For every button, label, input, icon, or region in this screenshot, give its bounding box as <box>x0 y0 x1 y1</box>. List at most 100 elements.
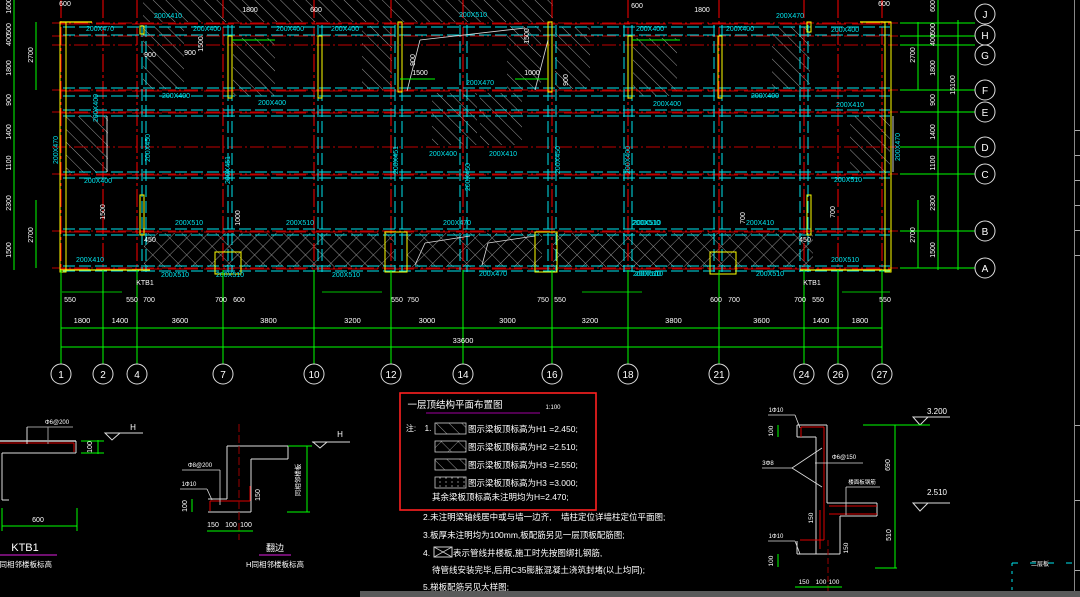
drawing-scale: 1:100 <box>545 405 561 411</box>
beam-label: 200X451 <box>225 156 232 184</box>
detail-subtitle: H同相邻楼板标高 <box>246 559 304 569</box>
offset-dimension: 700 <box>143 297 155 304</box>
beam-label: 200X400 <box>84 178 112 185</box>
beam-label: 200X510 <box>635 271 663 278</box>
hatch-region-h1 <box>143 0 553 22</box>
right-dimension: 2700 <box>910 47 917 63</box>
floor-plan: 200X470 200X410 200X400 200X400 200X400 200X4… <box>52 0 902 279</box>
legend-swatch <box>434 458 467 471</box>
axis-label-column: 12 <box>385 370 397 381</box>
axis-label-column: 14 <box>457 370 469 381</box>
rebar-label: 1Φ10 <box>769 408 784 414</box>
legend-note-other: 其余梁板顶标高未注明均为H=2.470; <box>432 492 569 502</box>
axis-label-row: J <box>983 10 988 21</box>
offset-dimension: 700 <box>215 297 227 304</box>
axis-label-row: E <box>982 108 989 119</box>
note-5: 5.梯板配筋另见大样图; <box>423 582 509 592</box>
axis-bubble <box>793 363 815 385</box>
viewport-label: 二层板 <box>1031 560 1049 568</box>
axis-bubble <box>50 363 72 385</box>
top-dimension: 600 <box>310 7 322 14</box>
axis-bubble <box>452 363 474 385</box>
beam-label: 200X470 <box>895 133 902 161</box>
offset-dimension: 750 <box>537 297 549 304</box>
ktb-tag: KTB1 <box>136 280 154 287</box>
left-dimension: 2700 <box>28 47 35 63</box>
bay-dimension: 3200 <box>582 316 599 325</box>
axis-bubble <box>541 363 563 385</box>
beam-label: 200X400 <box>726 26 754 33</box>
elevation-symbol <box>103 432 122 441</box>
beam-label: 200X470 <box>776 13 804 20</box>
scroll-tick <box>1075 230 1080 231</box>
right-dimension: 1500 <box>930 242 937 258</box>
axis-label-row: B <box>982 227 989 238</box>
beam-label: 200X400 <box>625 146 632 174</box>
beam-label: 200X510 <box>834 177 862 184</box>
note-4a: 表示管线井楼板,施工时先按图绑扎钢筋, <box>453 548 602 558</box>
axis-bubble <box>974 44 996 66</box>
offset-dimension: 550 <box>391 297 403 304</box>
scroll-tick <box>1075 425 1080 426</box>
axis-bubble <box>974 163 996 185</box>
bay-dimension: 3600 <box>753 316 770 325</box>
scroll-tick <box>1075 255 1080 256</box>
elevation-label: 3.200 <box>927 407 948 416</box>
right-dimension: 900 <box>930 94 937 106</box>
total-dimension: 33600 <box>453 336 474 345</box>
offset-dimension: 550 <box>126 297 138 304</box>
right-dimension: 2300 <box>930 195 937 211</box>
hatch-region-h1 <box>66 116 108 173</box>
right-scrollbar[interactable] <box>1074 0 1080 597</box>
right-dimension: 1800 <box>930 60 937 76</box>
dimension: 100 <box>87 441 94 453</box>
elevation-symbol <box>911 502 930 512</box>
left-dimension: 1800 <box>6 60 13 76</box>
axis-bubble <box>617 363 639 385</box>
axis-label-column: 1 <box>58 370 64 381</box>
beam-label: 200X450 <box>555 146 562 174</box>
hatch-region-h1 <box>555 27 590 89</box>
inner-dimension: 1000 <box>235 210 242 226</box>
note-4: 4. <box>423 548 430 558</box>
wall-outline <box>384 231 408 273</box>
rebar-label: Φ6@200 <box>45 420 70 426</box>
scroll-tick <box>1075 205 1080 206</box>
axis-label-column: 21 <box>713 370 725 381</box>
axis-label-row: G <box>981 51 989 62</box>
wall-outline <box>709 251 737 275</box>
inner-dimension: 450 <box>144 237 156 244</box>
offset-dimension: 600 <box>710 297 722 304</box>
beam-label: 200X470 <box>53 136 60 164</box>
note-label: 注: <box>406 423 416 433</box>
offset-dimension: 550 <box>554 297 566 304</box>
wall-outline <box>806 21 812 33</box>
scroll-tick <box>1075 180 1080 181</box>
left-dimension: 1600 <box>6 0 13 14</box>
offset-dimension: 700 <box>794 297 806 304</box>
beam-label: 200X510 <box>175 220 203 227</box>
left-dimension: 1100 <box>6 155 13 170</box>
scroll-tick <box>1075 570 1080 571</box>
wall-outline <box>806 194 812 236</box>
axis-bubble <box>974 220 996 242</box>
left-dimension: 1500 <box>6 242 13 258</box>
beam-label: 200X510 <box>216 272 244 279</box>
legend-item: 图示梁板顶标高为H2 =2.510; <box>468 442 578 452</box>
dimension: 150 <box>843 542 850 553</box>
horizontal-scrollbar[interactable] <box>360 591 1080 597</box>
elevation-label: H <box>130 423 136 432</box>
beam-label: 200X470 <box>466 80 494 87</box>
top-dimension: 600 <box>878 1 890 8</box>
note-4b: 待管线安装完毕,后用C35膨胀混凝土浇筑封堵(以上均同); <box>432 565 645 575</box>
beam-label: 200X410 <box>489 151 517 158</box>
note-2: 2.未注明梁轴线居中或与墙一边齐, <box>423 512 551 522</box>
leader <box>794 414 801 429</box>
beam-label: 200X510 <box>831 257 859 264</box>
wall-outline <box>317 35 323 99</box>
inner-dimension: 900 <box>563 74 570 86</box>
beam-label: 200X400 <box>429 151 457 158</box>
dimension: 150 <box>207 522 219 529</box>
